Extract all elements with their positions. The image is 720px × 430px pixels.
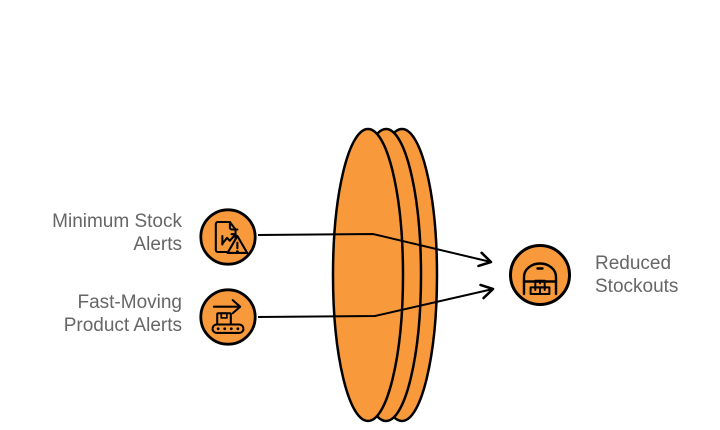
connector-arrow-input2 [257, 283, 495, 318]
document-chart-warning-icon [199, 208, 257, 266]
output-label: Reduced Stockouts [595, 253, 679, 297]
input2-label: Fast-Moving Product Alerts [63, 292, 182, 336]
lens-shape [331, 127, 439, 423]
conveyor-arrow-icon [199, 288, 257, 346]
output-icon-circle [509, 244, 571, 306]
input2-icon-circle [199, 288, 257, 346]
input1-label: Minimum Stock Alerts [52, 211, 182, 255]
connector-arrow-input1 [257, 232, 493, 268]
warehouse-icon [509, 244, 571, 306]
input1-icon-circle [199, 208, 257, 266]
